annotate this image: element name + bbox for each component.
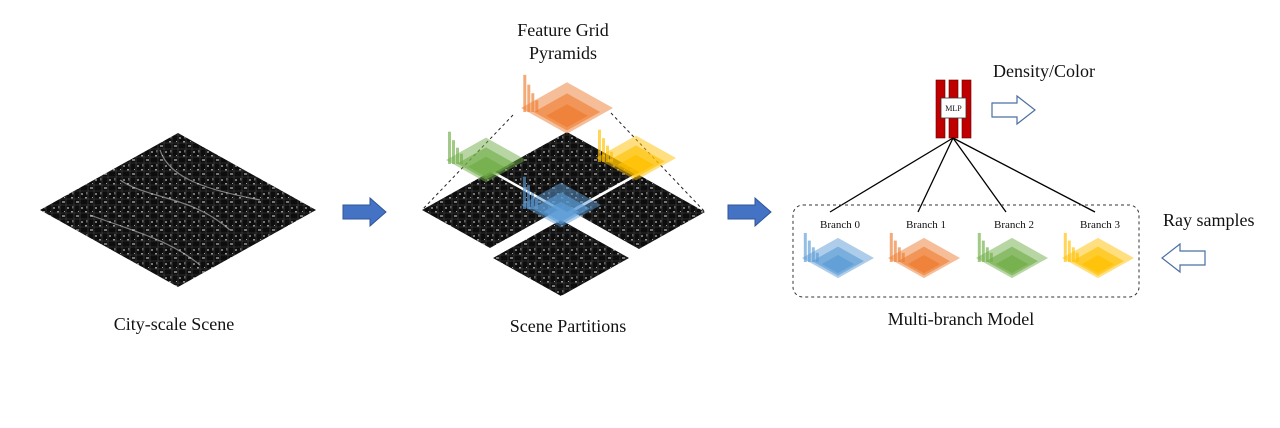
branch-label: Branch 1 — [906, 219, 946, 231]
flow-arrow-icon — [727, 196, 772, 228]
hollow-arrow-icon — [1161, 242, 1206, 274]
pyramid-icon — [976, 232, 1048, 279]
pyramid-icon — [596, 129, 676, 181]
branch-label: Branch 2 — [994, 219, 1034, 231]
pyramid-icon — [1062, 232, 1134, 279]
partition-tile-bottom — [493, 220, 629, 296]
branch-list: Branch 0 Branch 1 Branch 2 Branch 3 — [802, 219, 1134, 279]
branch-label: Branch 3 — [1080, 219, 1121, 231]
branch-label: Branch 0 — [820, 219, 861, 231]
multi-branch-box — [792, 204, 1140, 298]
mlp-label: MLP — [945, 104, 962, 113]
pyramid-icon — [521, 74, 613, 134]
pyramid-icon — [521, 176, 601, 228]
feature-grid-label-line1: Feature Grid — [517, 20, 608, 40]
branch-item: Branch 2 — [976, 219, 1048, 279]
scene-partitions-label: Scene Partitions — [510, 316, 626, 336]
hollow-arrow-icon — [991, 94, 1036, 126]
branch-item: Branch 0 — [802, 219, 874, 279]
partition-tile-right — [573, 175, 705, 249]
density-color-label: Density/Color — [993, 61, 1095, 81]
pyramid-icon — [888, 232, 960, 279]
branch-item: Branch 1 — [888, 219, 960, 279]
feature-grid-pyramids — [446, 74, 676, 228]
flow-arrow-icon — [342, 196, 387, 228]
ray-samples-label: Ray samples — [1163, 210, 1255, 230]
pyramid-icon — [446, 131, 526, 183]
pyramid-icon — [802, 232, 874, 279]
mlp-icon: MLP — [935, 79, 972, 139]
branch-item: Branch 3 — [1062, 219, 1134, 279]
city-scene-map — [40, 133, 316, 287]
city-scene-label: City-scale Scene — [114, 314, 234, 334]
mlp-connection-lines — [829, 137, 1096, 213]
multi-branch-model-label: Multi-branch Model — [888, 309, 1034, 329]
feature-grid-label-line2: Pyramids — [529, 43, 597, 63]
